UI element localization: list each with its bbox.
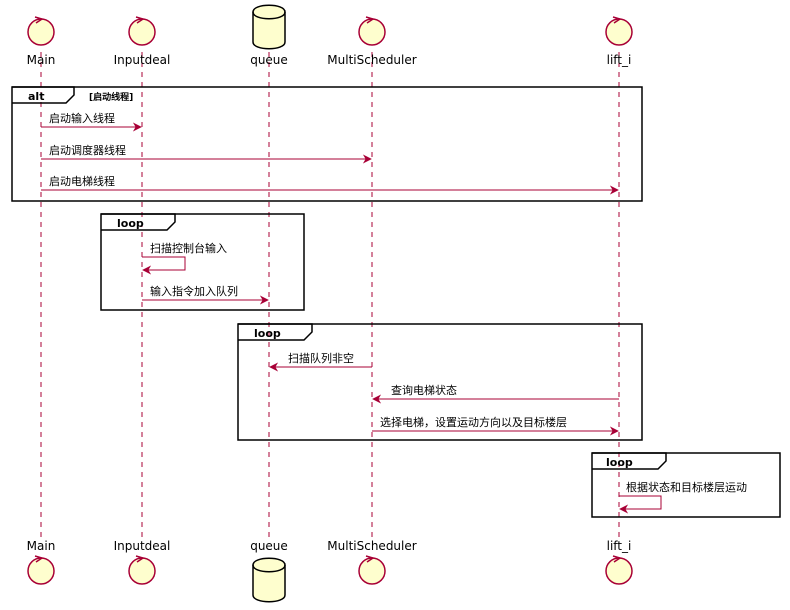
participant-multischeduler-top: MultiScheduler [327, 16, 417, 67]
control-icon [358, 18, 386, 46]
control-icon [27, 557, 55, 585]
participant-lift-bottom: lift_i [605, 539, 633, 585]
participant-main-top: Main [27, 16, 56, 67]
participant-inputdeal-bottom: Inputdeal [114, 539, 171, 585]
participant-label: Main [27, 539, 56, 553]
message-start-scheduler-thread: 启动调度器线程 [41, 143, 372, 164]
control-icon [128, 18, 156, 46]
participant-lift-top: lift_i [605, 16, 633, 67]
control-icon [605, 557, 633, 585]
participant-label: Main [27, 53, 56, 67]
participant-label: Inputdeal [114, 53, 171, 67]
control-icon [358, 557, 386, 585]
control-icon [27, 18, 55, 46]
participant-label: lift_i [607, 53, 632, 67]
message-label: 输入指令加入队列 [150, 284, 238, 298]
message-lift-move: 根据状态和目标楼层运动 [619, 480, 747, 514]
message-start-lift-thread: 启动电梯线程 [41, 174, 619, 195]
lifelines [40, 52, 620, 538]
participant-queue-top: queue [250, 4, 288, 67]
message-scan-console-input: 扫描控制台输入 [142, 241, 227, 275]
participant-inputdeal-top: Inputdeal [114, 16, 171, 67]
fragment-loop-1: loop [100, 213, 305, 311]
participant-queue-bottom: queue [250, 539, 288, 603]
database-icon [252, 557, 286, 603]
fragment-guard: [启动线程] [89, 91, 133, 103]
message-label: 启动调度器线程 [49, 143, 126, 157]
participant-label: lift_i [607, 539, 632, 553]
message-arrow [142, 256, 186, 275]
message-arrow [619, 495, 662, 514]
fragment-keyword: loop [254, 327, 281, 340]
message-scan-queue: 扫描队列非空 [269, 351, 372, 372]
fragment-alt: alt [启动线程] [11, 86, 643, 202]
message-label: 根据状态和目标楼层运动 [626, 480, 747, 494]
message-label: 启动输入线程 [49, 111, 115, 125]
fragment-keyword: alt [28, 90, 44, 103]
participant-multischeduler-bottom: MultiScheduler [327, 539, 417, 585]
participant-label: queue [250, 539, 288, 553]
message-label: 扫描控制台输入 [150, 241, 227, 255]
participant-main-bottom: Main [27, 539, 56, 585]
message-label: 启动电梯线程 [49, 174, 115, 188]
message-label: 扫描队列非空 [288, 351, 354, 365]
message-select-lift: 选择电梯，设置运动方向以及目标楼层 [372, 415, 619, 436]
control-icon [605, 18, 633, 46]
fragment-loop-3: loop [591, 452, 781, 518]
fragment-keyword: loop [117, 217, 144, 230]
control-icon [128, 557, 156, 585]
participant-label: Inputdeal [114, 539, 171, 553]
message-label: 查询电梯状态 [391, 383, 457, 397]
participant-label: MultiScheduler [327, 539, 416, 553]
participant-label: queue [250, 53, 288, 67]
message-start-input-thread: 启动输入线程 [41, 111, 142, 132]
message-label: 选择电梯，设置运动方向以及目标楼层 [380, 415, 567, 429]
message-query-lift-state: 查询电梯状态 [372, 383, 619, 404]
participant-label: MultiScheduler [327, 53, 416, 67]
database-icon [252, 4, 286, 50]
message-enqueue-command: 输入指令加入队列 [142, 284, 269, 305]
fragment-keyword: loop [606, 456, 633, 469]
fragment-loop-2: loop [237, 323, 643, 441]
